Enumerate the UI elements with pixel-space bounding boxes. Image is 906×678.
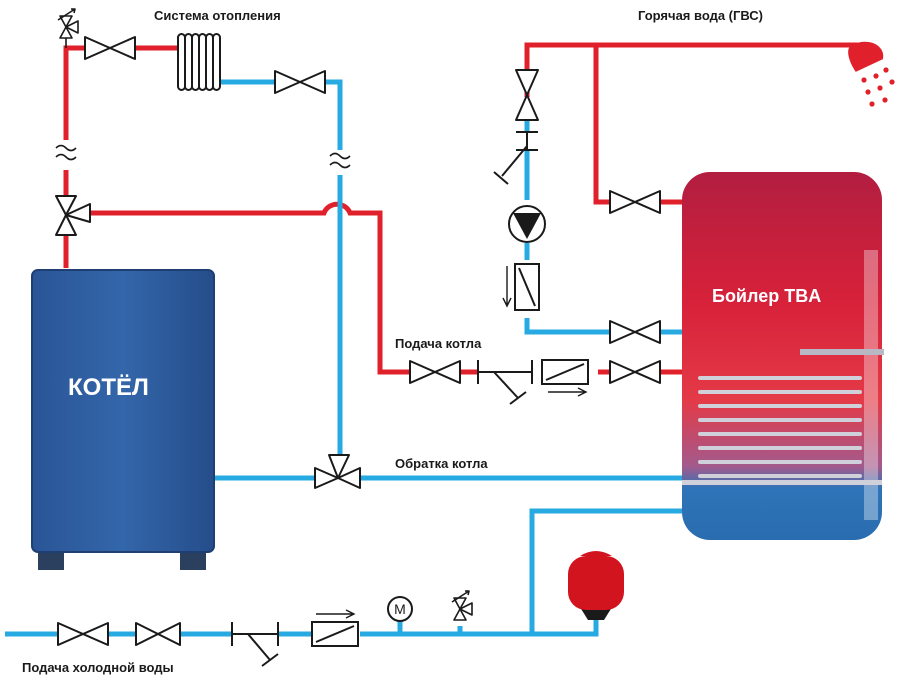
gauge-symbol: M — [394, 601, 406, 617]
pressure-gauge-icon: M — [387, 596, 413, 622]
cold-pipes — [5, 79, 682, 637]
pipe-break-icon — [329, 152, 351, 169]
boiler — [31, 269, 215, 570]
coil — [698, 376, 862, 478]
valve-icon[interactable] — [609, 320, 661, 344]
pump-icon — [508, 205, 546, 243]
safety-valve-icon — [57, 8, 79, 48]
three-way-valve-icon[interactable] — [314, 454, 361, 489]
valve-icon[interactable] — [515, 69, 539, 121]
filter-icon — [493, 131, 538, 185]
cold-water-feed-label: Подача холодной воды — [22, 660, 174, 675]
boiler-return-label: Обратка котла — [395, 456, 488, 471]
check-valve-icon — [541, 359, 589, 397]
boiler-name: КОТЁЛ — [68, 374, 149, 401]
valve-icon[interactable] — [57, 622, 109, 646]
valve-icon[interactable] — [609, 360, 661, 384]
radiator-icon — [177, 33, 221, 91]
hot-water-label: Горячая вода (ГВС) — [638, 8, 763, 23]
pipe-break-icon — [55, 144, 77, 161]
shower-icon — [848, 41, 895, 107]
check-valve-icon — [502, 263, 540, 311]
tank-name: Бойлер TBA — [712, 286, 822, 306]
filter-icon — [231, 622, 279, 667]
boiler-feed-label: Подача котла — [395, 336, 482, 351]
valve-icon[interactable] — [135, 622, 181, 646]
safety-valve-icon — [451, 590, 473, 621]
valve-icon[interactable] — [409, 360, 461, 384]
valve-icon[interactable] — [609, 190, 661, 214]
three-way-valve-icon[interactable] — [55, 195, 91, 236]
valve-icon[interactable] — [84, 36, 136, 60]
check-valve-icon — [311, 609, 359, 647]
boiler-tank — [682, 172, 884, 540]
expansion-vessel-icon — [568, 551, 624, 620]
heating-system-label: Система отопления — [154, 8, 281, 23]
valve-icon[interactable] — [274, 70, 326, 94]
filter-icon — [477, 360, 533, 405]
